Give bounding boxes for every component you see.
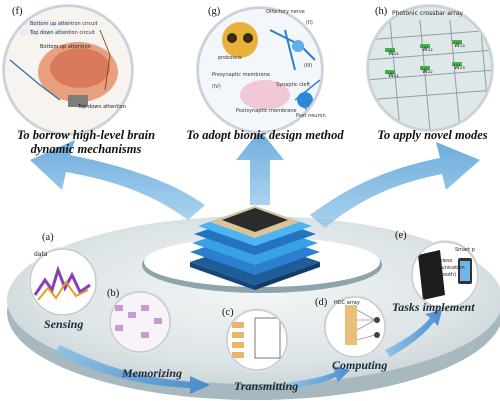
panel-g-text-proboscis: proboscis <box>218 55 242 61</box>
panel-f-label: (f) <box>12 6 23 17</box>
step-computing: Computing <box>332 358 388 372</box>
step-transmitting: Transmitting <box>234 379 299 393</box>
panel-d-text: HDC array <box>334 300 360 306</box>
panel-e-image <box>410 240 480 310</box>
svg-text:Bottom up attention circuit: Bottom up attention circuit <box>30 21 98 27</box>
panel-h-w22: W₂₂ <box>422 68 433 75</box>
step-memorizing: Memorizing <box>122 366 183 380</box>
step-sensing: Sensing <box>44 317 84 331</box>
flow-arrows <box>55 310 442 394</box>
panel-g-text-presynaptic: Presynaptic membrane <box>212 72 270 78</box>
panel-g-image <box>196 6 324 134</box>
panel-c-label: (c) <box>222 307 234 318</box>
panel-g-text-iv: (IV) <box>212 84 221 90</box>
caption-borrow-line1: To borrow high-level brain <box>16 128 156 142</box>
chip-stack <box>190 206 320 290</box>
panel-a-label: (a) <box>42 232 54 243</box>
panel-g-label: (g) <box>208 6 221 17</box>
panel-f-text-bottomup: Bottom up attention <box>40 44 91 50</box>
panel-a-image <box>28 247 98 317</box>
svg-text:Top down attention circuit: Top down attention circuit <box>29 30 95 36</box>
panel-e-label: (e) <box>395 230 407 241</box>
panel-h-w13: W₁₃ <box>454 42 465 49</box>
panel-h-text-title: Photonic crossbar array <box>392 10 463 17</box>
panel-e-text-wireless: wireless <box>432 258 453 264</box>
panel-f-text-topdown: Top down attention <box>78 104 126 110</box>
caption-apply: To apply novel modes <box>377 128 488 142</box>
upward-arrows <box>30 130 480 228</box>
caption-adopt: To adopt bionic design method <box>186 128 344 142</box>
panel-h-w11: W₁₁ <box>388 50 399 57</box>
panel-h-label: (h) <box>375 6 388 17</box>
panel-d-image <box>323 295 387 359</box>
panel-f-image: Bottom up attention circuit Top down att… <box>2 4 134 136</box>
panel-g-text-postneuron: Post neuron <box>296 113 326 119</box>
panel-b-image <box>108 290 172 354</box>
panel-b-label: (b) <box>107 288 120 299</box>
panel-g-text-postsynaptic: Postsynaptic membrane <box>236 108 297 114</box>
panel-e-text-smart: Smart p <box>455 247 475 253</box>
caption-borrow-line2: dynamic mechanisms <box>30 142 142 156</box>
panel-g-text-olfactory: Olfactory nerve <box>266 9 305 15</box>
panel-g-text-ii: (II) <box>306 20 313 26</box>
panel-h-w21: W₂₁ <box>388 72 399 79</box>
panel-e-text-comm: communication <box>426 265 465 271</box>
panel-a-text: data <box>34 251 48 258</box>
panel-h-image <box>366 4 494 132</box>
panel-g-text-cleft: Synaptic cleft <box>276 82 311 88</box>
step-tasks: Tasks implement <box>392 300 475 314</box>
panel-h-w12: W₁₂ <box>422 46 433 53</box>
panel-c-image <box>225 308 289 372</box>
caption-borrow: To borrow high-level brain dynamic mecha… <box>2 128 170 156</box>
panel-d-label: (d) <box>315 297 328 308</box>
panel-g-text-iii: (III) <box>304 63 313 69</box>
panel-h-w23: W₂₃ <box>454 64 465 71</box>
panel-e-text-bt: (Bluetooth) <box>428 272 457 278</box>
